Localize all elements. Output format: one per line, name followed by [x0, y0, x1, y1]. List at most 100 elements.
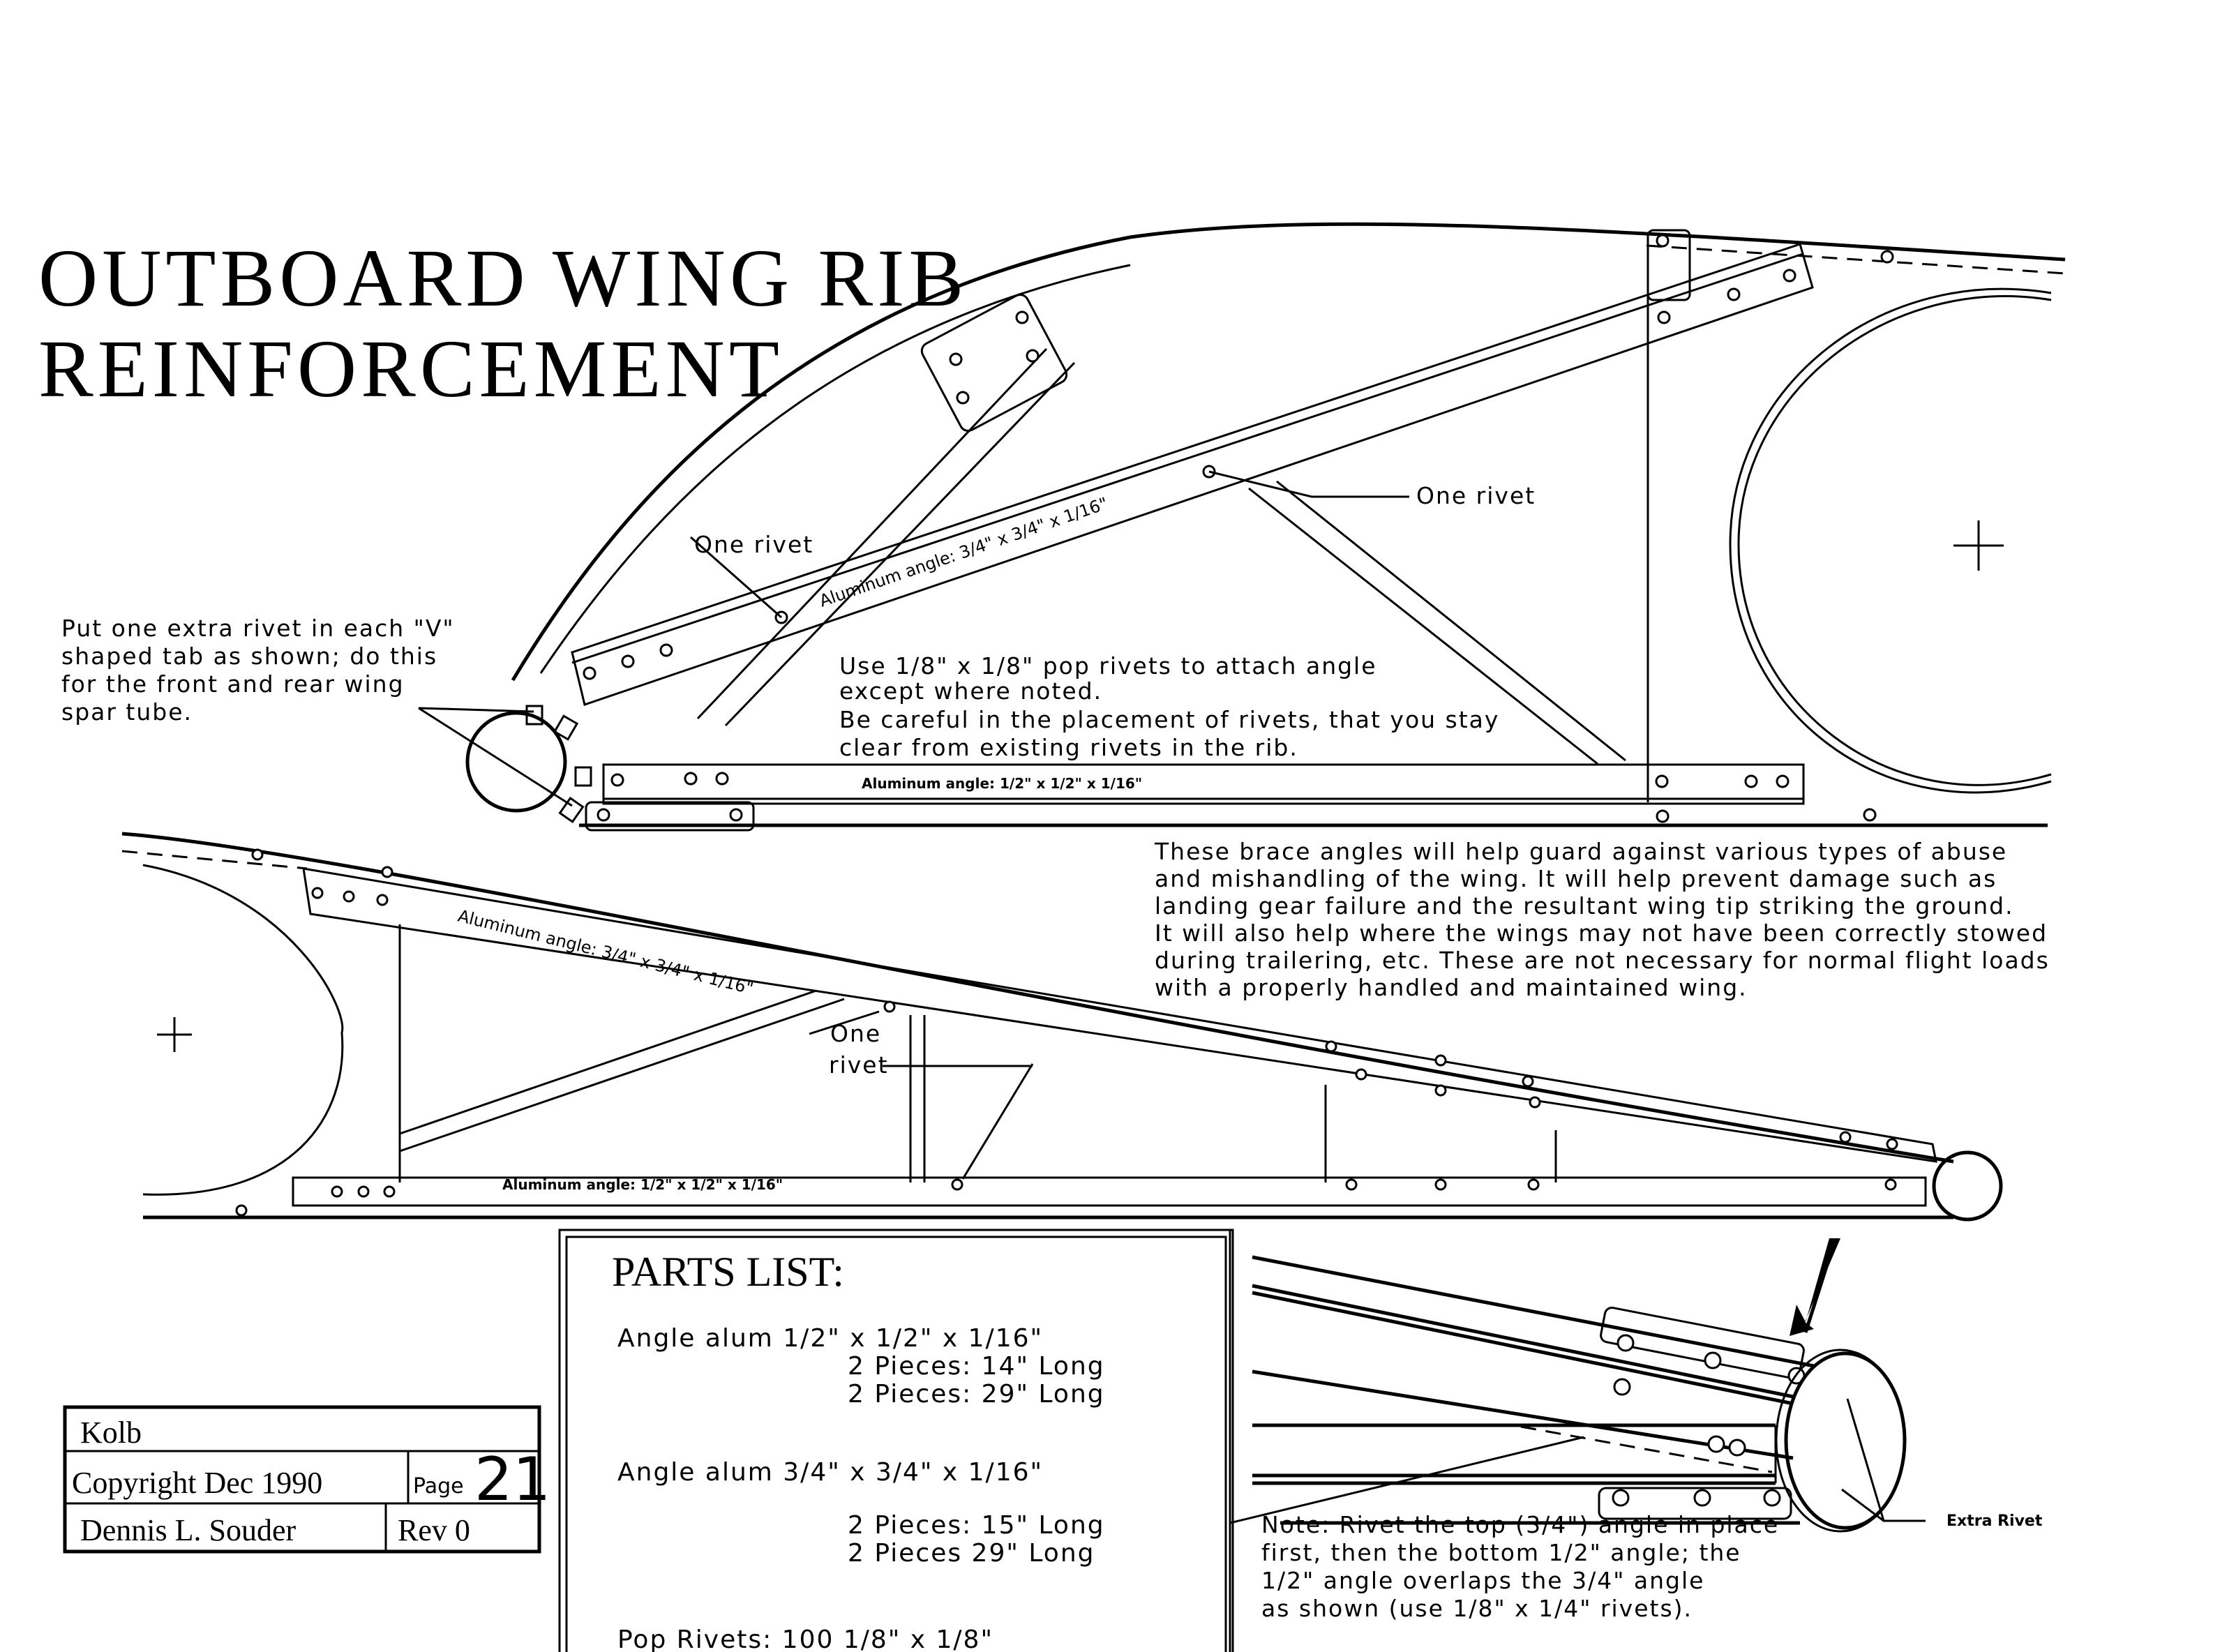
note-line: It will also help where the wings may no…	[1155, 919, 2048, 947]
rear-gusset	[1646, 229, 1691, 301]
note-line: landing gear failure and the resultant w…	[1155, 892, 2014, 919]
rivet	[597, 808, 610, 822]
small-angle-brace	[602, 763, 1805, 805]
rivet	[1744, 774, 1758, 788]
upper-rib-inner-cap	[539, 264, 1131, 674]
upper-rib-diagonal-strut	[1276, 480, 1626, 762]
copyright-text: Copyright Dec 1990	[72, 1466, 322, 1500]
rivet	[1434, 1054, 1447, 1067]
rivet	[1612, 1489, 1630, 1507]
title-line-2: REINFORCEMENT	[38, 323, 783, 414]
upper-rib-top-cap	[511, 222, 2066, 682]
rivet	[1529, 1096, 1541, 1109]
parts-rivets: Pop Rivets: 100 1/8" x 1/8"	[617, 1625, 993, 1652]
rivet	[357, 1185, 370, 1198]
revision: Rev 0	[398, 1513, 470, 1547]
leader-line	[690, 536, 782, 619]
note-line: shaped tab as shown; do this	[61, 643, 437, 670]
note-line: These brace angles will help guard again…	[1154, 838, 2007, 865]
note-line: except where noted.	[839, 677, 1102, 705]
small-angle-brace	[292, 1176, 1927, 1207]
rivet	[1656, 809, 1670, 823]
one-rivet-label-line1: One	[830, 1020, 881, 1047]
note-leader-line	[1229, 1436, 1584, 1524]
lower-rib-dashed-line	[121, 850, 308, 870]
one-rivet-label-line2: rivet	[829, 1051, 889, 1079]
detail-hidden-line	[1520, 1425, 1773, 1473]
detail-lower-gusset	[1598, 1487, 1792, 1520]
large-angle-brace	[302, 867, 1937, 1163]
rivet	[331, 1185, 343, 1198]
rivet	[376, 894, 389, 906]
detail-angle-edge	[1252, 1291, 1794, 1406]
note-line: Use 1/8" x 1/8" pop rivets to attach ang…	[839, 652, 1377, 679]
leader-line	[809, 1010, 880, 1035]
lower-rib-diagonal-strut	[399, 998, 845, 1152]
detail-angle-edge	[1252, 1369, 1794, 1460]
detail-view: Extra Rivet Note: Rivet the top (3/4") a…	[1229, 1230, 2043, 1652]
rivet	[1522, 1075, 1534, 1088]
title-block-border	[63, 1405, 541, 1554]
extra-rivet-leader	[1841, 1488, 1884, 1522]
upper-rib-diagonal-strut	[696, 347, 1048, 720]
rear-spar-tube-inner	[1737, 295, 2052, 786]
rivet	[1776, 774, 1790, 788]
overlap-note-line: 1/2" angle overlaps the 3/4" angle	[1261, 1567, 1704, 1594]
rivet	[951, 1178, 963, 1191]
note-line: during trailering, etc. These are not ne…	[1155, 947, 2050, 974]
leader-line	[418, 707, 573, 807]
small-angle-label: Aluminum angle: 1/2" x 1/2" x 1/16"	[502, 1176, 783, 1193]
overlap-note-line: as shown (use 1/8" x 1/4" rivets).	[1261, 1595, 1693, 1622]
rivet	[1839, 1131, 1852, 1143]
author-name: Dennis L. Souder	[80, 1513, 297, 1547]
rivet	[659, 643, 673, 657]
upper-rib-dashed-line	[1646, 244, 2066, 275]
lower-front-spar-tube	[1932, 1150, 2003, 1222]
title-block: Kolb Copyright Dec 1990 Page 21 Dennis L…	[63, 1405, 550, 1554]
rivet	[949, 352, 963, 366]
v-tab	[553, 714, 579, 741]
one-rivet-label: One rivet	[694, 531, 813, 558]
rivet	[381, 866, 393, 878]
rivet	[1657, 310, 1671, 324]
note-line: Put one extra rivet in each "V"	[61, 615, 455, 642]
rivet	[1707, 1435, 1725, 1453]
upper-rib-diagonal-strut	[1248, 487, 1598, 765]
parts-quantity: 2 Pieces: 14" Long	[848, 1352, 1105, 1381]
detail-angle-edge	[1252, 1284, 1794, 1399]
rivet	[1880, 250, 1894, 264]
rivet	[1763, 1489, 1781, 1507]
angle-flange-line	[571, 253, 1803, 664]
rivet	[251, 848, 264, 861]
rivet	[1355, 1068, 1367, 1081]
gusset-plate	[920, 294, 1068, 432]
rivet	[1345, 1178, 1358, 1191]
overlap-note-line: Note: Rivet the top (3/4") angle in plac…	[1261, 1511, 1779, 1538]
rear-spar-tube	[1729, 287, 2052, 794]
parts-list-box: PARTS LIST: Angle alum 1/2" x 1/2" x 1/1…	[558, 1229, 1234, 1652]
rivet	[1728, 1439, 1746, 1457]
note-line: with a properly handled and maintained w…	[1155, 974, 1748, 1001]
rivet	[383, 1185, 396, 1198]
rivet	[583, 666, 597, 680]
rivet	[311, 887, 324, 899]
page-label: Page	[413, 1474, 464, 1499]
parts-quantity: 2 Pieces: 29" Long	[848, 1380, 1105, 1409]
note-line: Be careful in the placement of rivets, t…	[839, 706, 1499, 733]
parts-quantity: 2 Pieces 29" Long	[848, 1539, 1095, 1568]
parts-quantity: 2 Pieces: 15" Long	[848, 1511, 1105, 1540]
parts-list-heading: PARTS LIST:	[612, 1249, 844, 1295]
front-spar-tube	[465, 711, 567, 813]
rivet	[1884, 1178, 1897, 1191]
page-number: 21	[474, 1445, 550, 1515]
extra-rivet-label: Extra Rivet	[1946, 1512, 2043, 1530]
one-rivet-label: One rivet	[1416, 482, 1536, 509]
rivet	[1026, 349, 1040, 363]
rivet	[883, 1000, 896, 1013]
rivet	[610, 773, 624, 787]
rivet	[1656, 234, 1670, 248]
rivet	[1434, 1084, 1447, 1097]
note-line: and mishandling of the wing. It will hel…	[1155, 865, 1997, 892]
leader-line	[961, 1063, 1034, 1180]
